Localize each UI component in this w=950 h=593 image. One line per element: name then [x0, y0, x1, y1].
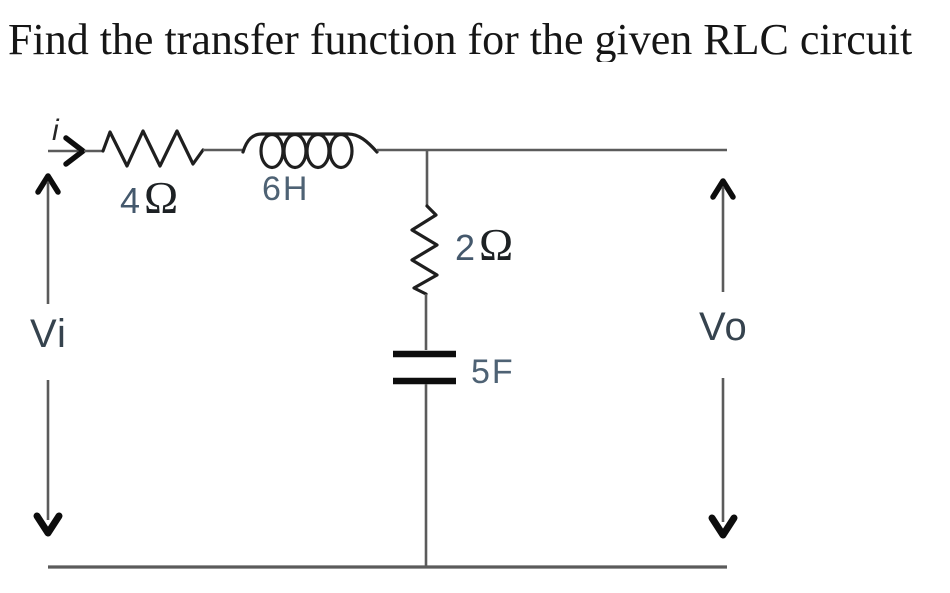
question-title: Find the transfer function for the given… — [8, 18, 913, 62]
inductor-l1-label: 6H — [262, 172, 309, 206]
resistor-r1-unit: Ω — [144, 172, 179, 223]
resistor-r1-label: 4Ω — [120, 175, 178, 221]
vo-arrow-up-head-icon — [710, 178, 736, 200]
inductor-l1-value: 6 — [262, 170, 283, 208]
resistor-r2-symbol — [410, 204, 439, 296]
current-label: i — [52, 114, 59, 147]
resistor-r2-value: 2 — [455, 227, 476, 268]
capacitor-c1-label: 5F — [471, 355, 515, 389]
resistor-r2-unit: Ω — [479, 219, 514, 270]
inductor-hump — [241, 132, 379, 154]
resistor-r1-symbol — [101, 129, 205, 168]
inductor-loop — [305, 132, 331, 170]
output-voltage-label: Vo — [699, 305, 748, 349]
vi-arrow-up-head-icon — [35, 173, 61, 195]
vi-arrow-down-head-icon — [33, 512, 63, 537]
vo-arrow-down-head-icon — [708, 514, 738, 539]
inductor-loop — [259, 132, 285, 170]
resistor-r2-label: 2Ω — [455, 222, 513, 268]
input-voltage-label: Vi — [30, 312, 67, 356]
capacitor-c1-value: 5 — [471, 353, 492, 391]
current-arrow — [48, 135, 86, 167]
vi-voltage-arrow — [33, 173, 63, 537]
vo-voltage-arrow — [708, 178, 738, 539]
inductor-loop — [328, 132, 354, 170]
capacitor-c1-unit: F — [491, 353, 515, 391]
resistor-r1-value: 4 — [120, 180, 141, 221]
inductor-loop — [282, 132, 308, 170]
inductor-l1-unit: H — [282, 170, 310, 208]
capacitor-c1-symbol — [393, 350, 456, 385]
inductor-l1-symbol — [241, 132, 379, 170]
current-arrow-head-icon — [63, 135, 86, 167]
